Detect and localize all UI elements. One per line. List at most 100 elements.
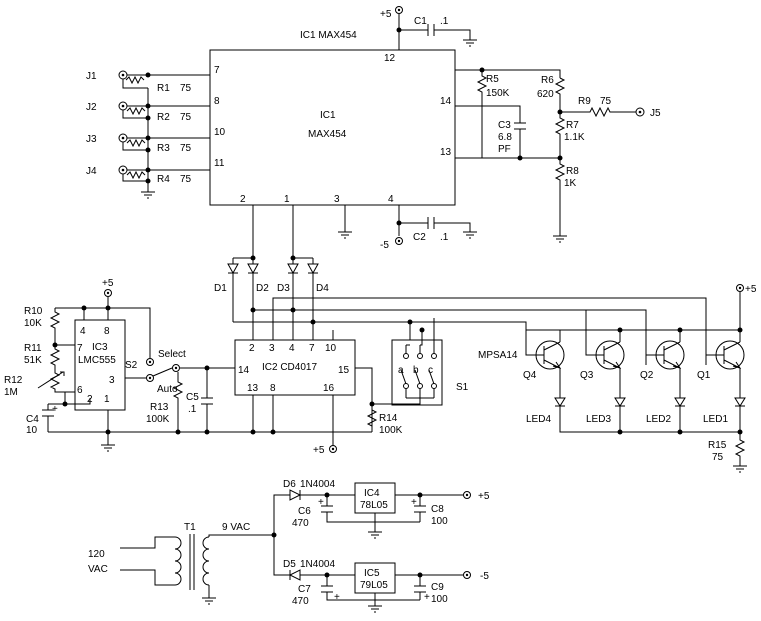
c2-value: .1 [440,232,449,243]
q2-label: Q2 [640,370,654,381]
ic1-pin-4: 4 [388,194,394,205]
c4-value: 10 [26,425,38,436]
led3-label: LED3 [586,414,611,425]
q-plus5-label: +5 [745,284,757,295]
ic1-supply-bottom: -5 C2 .1 [338,205,477,251]
r13-label: R13 [150,402,169,413]
ic3-pin-1: 1 [104,394,110,405]
ic2-body [234,339,356,396]
ic2-plus5-label: +5 [313,445,325,456]
r2-label: R2 [157,112,170,123]
mains-voltage-label: 120 [88,549,105,560]
c8-value: 100 [431,516,448,527]
output-network: R5 150K R6 620 C3 6.8 PF R9 75 J5 R7 1.1… [455,67,661,243]
transistor-array: +5 MPSA14 Q4 Q3 Q2 Q1 [478,284,757,473]
minus5-label: -5 [380,240,389,251]
r8-label: R8 [566,166,579,177]
r14-label: R14 [379,413,398,424]
s2-select-label: Select [158,349,186,360]
q3-transistor: Q3 [580,340,625,381]
ic1-block: IC1 MAX454 IC1 MAX454 7 8 10 11 12 14 13… [209,30,456,206]
r5-value: 150K [486,88,510,99]
negative-regulator: D5 1N4004 + C7 470 IC5 79L05 + C9 100 -5 [283,559,489,613]
r10-label: R10 [24,306,43,317]
ic3-ground-icon [101,432,115,452]
c3-value: 6.8 [498,132,512,143]
ic2-pin-3: 3 [269,343,275,354]
ic1-pin-12: 12 [384,53,396,64]
ic4-body [354,482,396,514]
c3-unit: PF [498,144,511,155]
ic1-pin-11: 11 [214,158,225,169]
r12-label: R12 [4,375,23,386]
c1-label: C1 [414,16,427,27]
r6-value: 620 [537,89,554,100]
c5-value: .1 [188,404,197,415]
ic1-pin-8: 8 [214,96,220,107]
reg-plus5-label: +5 [478,491,490,502]
r14-value: 100K [379,425,403,436]
ic5-label: IC5 [364,568,380,579]
ic4-label: IC4 [364,488,380,499]
ic2-label: IC2 CD4017 [262,362,317,373]
d6-label: D6 [283,479,296,490]
r9-label: R9 [578,96,591,107]
q1-transistor: Q1 [697,340,745,381]
c4-plus-sign: + [52,404,58,415]
mains-unit-label: VAC [88,564,108,575]
ic3-body [74,319,126,411]
ic5-body [354,562,396,594]
ic2-pin-4: 4 [289,343,295,354]
s2-auto-label: Auto [157,384,178,395]
ic3-block: IC3 LMC555 4 8 7 3 6 2 1 +5 R10 10K R11 … [4,278,372,452]
s1-pos-b: b [413,365,419,376]
ic1-pin-1: 1 [284,194,290,205]
r5-label: R5 [486,74,499,85]
ic2-pin-13: 13 [247,383,259,394]
ic2-pin-8: 8 [270,383,276,394]
r4-label: R4 [157,174,170,185]
secondary-voltage-label: 9 VAC [222,522,250,533]
s1-label: S1 [456,382,469,393]
c7-label: C7 [298,584,311,595]
ic2-pin-7: 7 [309,343,315,354]
c1-value: .1 [440,16,449,27]
led2-label: LED2 [646,414,671,425]
c8-label: C8 [431,504,444,515]
ic1-supply-top: +5 C1 .1 [380,6,477,50]
ic2-pin-16: 16 [323,383,335,394]
ic3-pin-3: 3 [109,375,115,386]
r14-resistor: R14 100K [366,403,420,436]
r11-label: R11 [24,343,42,354]
ic3-pin-6: 6 [77,385,83,396]
s2-label: S2 [125,360,138,371]
r7-label: R7 [566,120,579,131]
ic1-title: IC1 MAX454 [300,30,357,41]
r12-value: 1M [4,387,18,398]
r7-value: 1.1K [564,132,585,143]
r3-value: 75 [180,143,192,154]
c2-label: C2 [413,232,426,243]
c7-plus-sign: + [334,592,340,603]
r9-value: 75 [600,96,612,107]
ic2-pin-14: 14 [238,365,250,376]
switch-s2: S2 Select Auto R13 100K C5 .1 [125,349,375,435]
ic5-part: 79L05 [360,580,388,591]
ic4-part: 78L05 [360,500,388,511]
c9-plus-sign: + [424,592,430,603]
d5-label: D5 [283,559,296,570]
power-supply: 120 VAC T1 9 VAC D6 1N4004 + C6 470 IC4 … [88,479,490,613]
r4-value: 75 [180,174,192,185]
ic3-pin-8: 8 [104,326,110,337]
s1-contact-c [431,353,437,359]
input-ground-icon [141,191,155,199]
c8-plus-sign: + [411,497,417,508]
ic2-block: IC2 CD4017 2 3 4 7 10 14 15 13 8 16 +5 [234,319,425,456]
s1-contact-b [417,353,423,359]
jack-j4: J4 R4 75 [86,165,210,185]
ic3-pin-4: 4 [80,326,86,337]
led-row: LED4 LED3 LED2 LED1 [526,380,746,435]
jack-j1: J1 R1 75 [86,70,210,94]
j5-label: J5 [650,108,661,119]
r15-value: 75 [712,452,724,463]
